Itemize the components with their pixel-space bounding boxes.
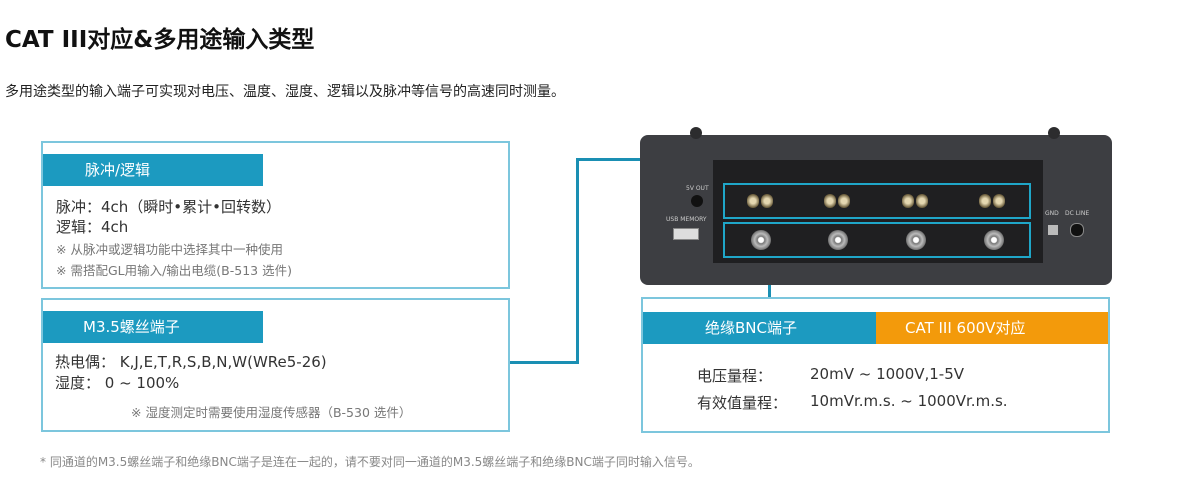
intro-text: 多用途类型的输入端子可实现对电压、温度、湿度、逻辑以及脉冲等信号的高速同时测量。 — [5, 84, 565, 100]
dc-line-label: DC LINE — [1065, 210, 1090, 217]
screw-terminal — [993, 194, 1005, 208]
usb-memory-label: USB MEMORY — [666, 216, 707, 223]
screw-terminal — [902, 194, 914, 208]
humidity-spec: 湿度： 0 ~ 100% — [55, 374, 180, 392]
screw-terminal-row-highlight — [723, 183, 1031, 219]
5v-out-label: 5V OUT — [686, 185, 709, 192]
bnc-connector — [751, 230, 771, 250]
pulse-logic-box: 脉冲/逻辑 脉冲：4ch（瞬时•累计•回转数） 逻辑：4ch ※ 从脉冲或逻辑功… — [41, 141, 510, 289]
usb-port — [673, 228, 699, 240]
bnc-terminal-box: 绝缘BNC端子 CAT III 600V对应 电压量程： 20mV ~ 1000… — [641, 297, 1110, 433]
connector-line — [506, 361, 579, 364]
cat-iii-header: CAT III 600V对应 — [876, 312, 1108, 344]
bnc-connector — [828, 230, 848, 250]
voltage-range-value: 20mV ~ 1000V,1-5V — [810, 365, 965, 383]
device-foot — [1048, 127, 1060, 139]
screw-terminal — [761, 194, 773, 208]
humidity-note: ※ 湿度测定时需要使用湿度传感器（B-530 选件） — [131, 405, 412, 420]
screw-terminal — [824, 194, 836, 208]
bnc-header: 绝缘BNC端子 — [643, 312, 876, 344]
input-panel — [713, 160, 1043, 263]
rms-range-label: 有效值量程： — [697, 394, 788, 412]
thermocouple-spec: 热电偶： K,J,E,T,R,S,B,N,W(WRe5-26) — [55, 353, 327, 371]
device-foot — [690, 127, 702, 139]
footer-note: * 同通道的M3.5螺丝端子和绝缘BNC端子是连在一起的，请不要对同一通道的M3… — [40, 455, 700, 469]
gnd-label: GND — [1045, 210, 1059, 217]
screw-terminal — [979, 194, 991, 208]
screw-terminal — [838, 194, 850, 208]
device-image: 5V OUT USB MEMORY GND DC LINE — [640, 127, 1112, 285]
voltage-range-label: 电压量程： — [697, 367, 773, 385]
screw-terminal-box: M3.5螺丝端子 热电偶： K,J,E,T,R,S,B,N,W(WRe5-26)… — [41, 298, 510, 432]
gnd-terminal — [1048, 225, 1058, 235]
dc-jack — [1070, 223, 1084, 237]
screw-terminal-header: M3.5螺丝端子 — [43, 311, 263, 343]
pulse-note-2: ※ 需搭配GL用输入/输出电缆(B-513 选件) — [56, 263, 292, 278]
pulse-logic-header: 脉冲/逻辑 — [43, 154, 263, 186]
bnc-row-highlight — [723, 222, 1031, 258]
screw-terminal — [747, 194, 759, 208]
pulse-note-1: ※ 从脉冲或逻辑功能中选择其中一种使用 — [56, 242, 283, 257]
connector-line — [576, 158, 579, 363]
bnc-connector — [984, 230, 1004, 250]
5v-out-jack — [691, 195, 703, 207]
screw-terminal — [916, 194, 928, 208]
pulse-spec: 脉冲：4ch（瞬时•累计•回转数） — [56, 198, 281, 216]
page-title: CAT III对应&多用途输入类型 — [5, 27, 315, 53]
bnc-connector — [906, 230, 926, 250]
logic-spec: 逻辑：4ch — [56, 218, 129, 236]
rms-range-value: 10mVr.m.s. ~ 1000Vr.m.s. — [810, 392, 1008, 410]
